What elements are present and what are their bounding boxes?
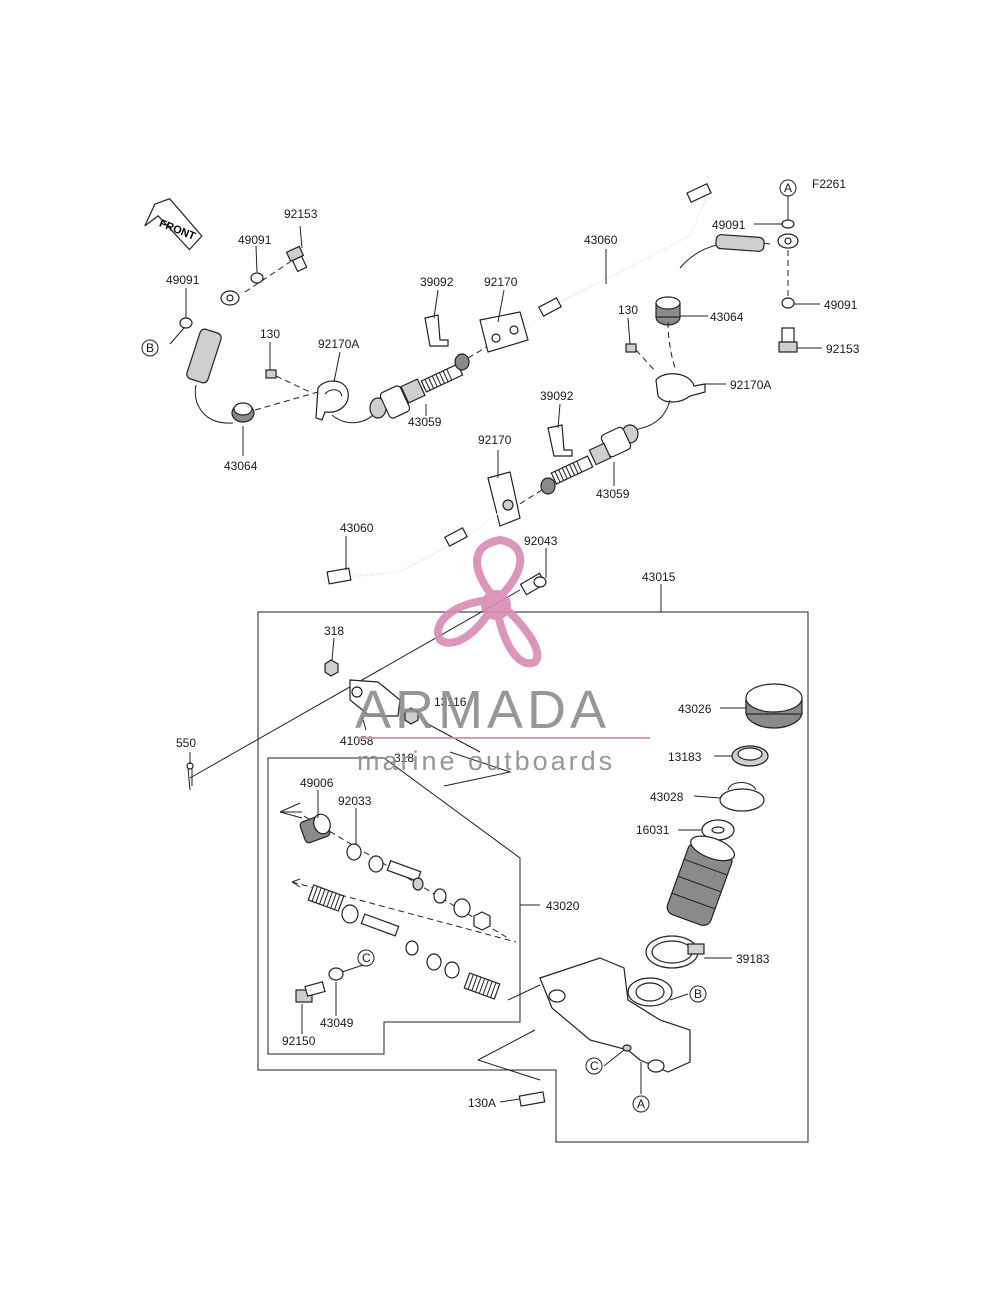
reservoir-parts [645, 683, 803, 969]
label-43060-top: 43060 [584, 233, 618, 247]
front-arrow-icon: FRONT [144, 198, 203, 251]
label-92043: 92043 [524, 534, 558, 548]
kit-43020-outline [267, 757, 521, 1055]
label-49006: 49006 [300, 776, 334, 790]
label-43064-left: 43064 [224, 459, 258, 473]
marker-a-top: A [784, 181, 792, 195]
label-92170-mid: 92170 [478, 433, 512, 447]
label-39092-mid: 39092 [540, 389, 574, 403]
label-318-bottom: 318 [394, 751, 414, 765]
label-130-right: 130 [618, 303, 638, 317]
label-49091-a: 49091 [238, 233, 272, 247]
label-43028: 43028 [650, 790, 684, 804]
marker-c-body: C [590, 1059, 599, 1073]
label-39183: 39183 [736, 952, 770, 966]
marker-a-body: A [637, 1097, 645, 1111]
figure-code: F2261 [812, 177, 846, 191]
label-92153-right: 92153 [826, 342, 860, 356]
hose-left-assembly [179, 245, 379, 424]
label-92170A-right: 92170A [730, 378, 771, 392]
label-43059-mid: 43059 [596, 487, 630, 501]
label-43060-mid: 43060 [340, 521, 374, 535]
label-43020: 43020 [546, 899, 580, 913]
label-49091-b: 49091 [166, 273, 200, 287]
pushrod-assembly [186, 572, 547, 791]
leader-lines [169, 196, 822, 1094]
label-49091-right-top: 49091 [712, 218, 746, 232]
label-43026: 43026 [678, 702, 712, 716]
marker-b-body: B [694, 987, 702, 1001]
hose-right-assembly [625, 219, 799, 431]
label-92153-top: 92153 [284, 207, 318, 221]
label-43059-top: 43059 [408, 415, 442, 429]
label-43064-right: 43064 [710, 310, 744, 324]
label-49091-right-bottom: 49091 [824, 298, 858, 312]
label-318-top: 318 [324, 624, 344, 638]
master-cylinder-body [477, 957, 691, 1107]
label-43015: 43015 [642, 570, 676, 584]
label-16031: 16031 [636, 823, 670, 837]
label-130A: 130A [468, 1096, 496, 1110]
label-39092-top: 39092 [420, 275, 454, 289]
assembly-43015-outline [257, 611, 809, 1143]
label-92170-top: 92170 [484, 275, 518, 289]
label-13116: 13116 [434, 695, 467, 709]
label-92170A-left: 92170A [318, 337, 359, 351]
reference-markers: A B C B C A [141, 179, 797, 1113]
watermark-brand: ARMADA [355, 680, 610, 740]
part-labels: 92153 49091 49091 130 92170A 43064 39092… [166, 207, 860, 1110]
cable-middle-assembly [326, 424, 639, 585]
marker-b-left: B [146, 341, 154, 355]
propeller-logo-icon [434, 535, 542, 668]
label-13183: 13183 [668, 750, 702, 764]
label-43049: 43049 [320, 1016, 354, 1030]
kit-43020-parts [279, 802, 517, 1003]
label-130-top: 130 [260, 327, 280, 341]
armada-watermark: ARMADA marine outboards [355, 535, 650, 776]
marker-c-kit: C [362, 951, 371, 965]
label-92033: 92033 [338, 794, 372, 808]
cable-top-assembly [369, 183, 712, 419]
label-550: 550 [176, 736, 196, 750]
label-92150: 92150 [282, 1034, 316, 1048]
watermark-tagline: marine outboards [357, 746, 615, 776]
